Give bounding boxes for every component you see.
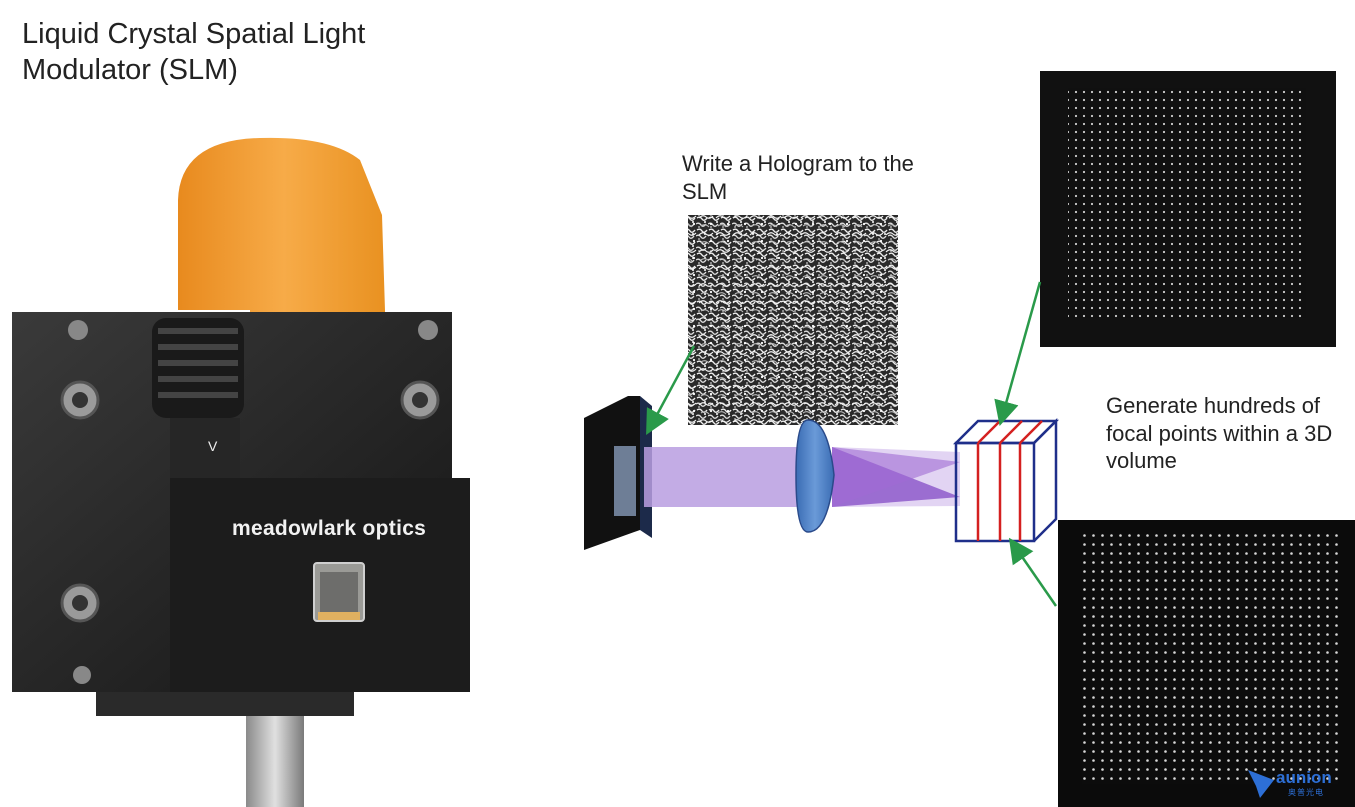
device-mark: V (208, 438, 218, 454)
watermark-name: aunion (1276, 768, 1332, 787)
aunion-logo-icon (1248, 770, 1274, 798)
green-arrow-icon (646, 281, 1058, 607)
device-base (96, 692, 354, 716)
watermark-sub: 奥普光电 (1288, 788, 1324, 797)
focal-point-image-top (1040, 71, 1336, 347)
screw (418, 320, 438, 340)
hologram-image (688, 215, 898, 425)
volume-cube-icon (952, 417, 1060, 543)
light-beam (644, 447, 960, 507)
screw (68, 320, 88, 340)
hologram-label: Write a Hologram to the SLM (682, 151, 914, 204)
focal-point-image-bottom (1058, 520, 1355, 807)
device-brand-label: meadowlark optics (232, 517, 427, 540)
generate-label: Generate hundreds of focal points within… (1106, 393, 1333, 473)
lens-icon (795, 419, 835, 533)
slm-device-photo (12, 137, 470, 807)
slm-panel-icon (584, 396, 652, 550)
screw (73, 666, 91, 684)
page-title: Liquid Crystal Spatial Light Modulator (… (22, 18, 366, 87)
